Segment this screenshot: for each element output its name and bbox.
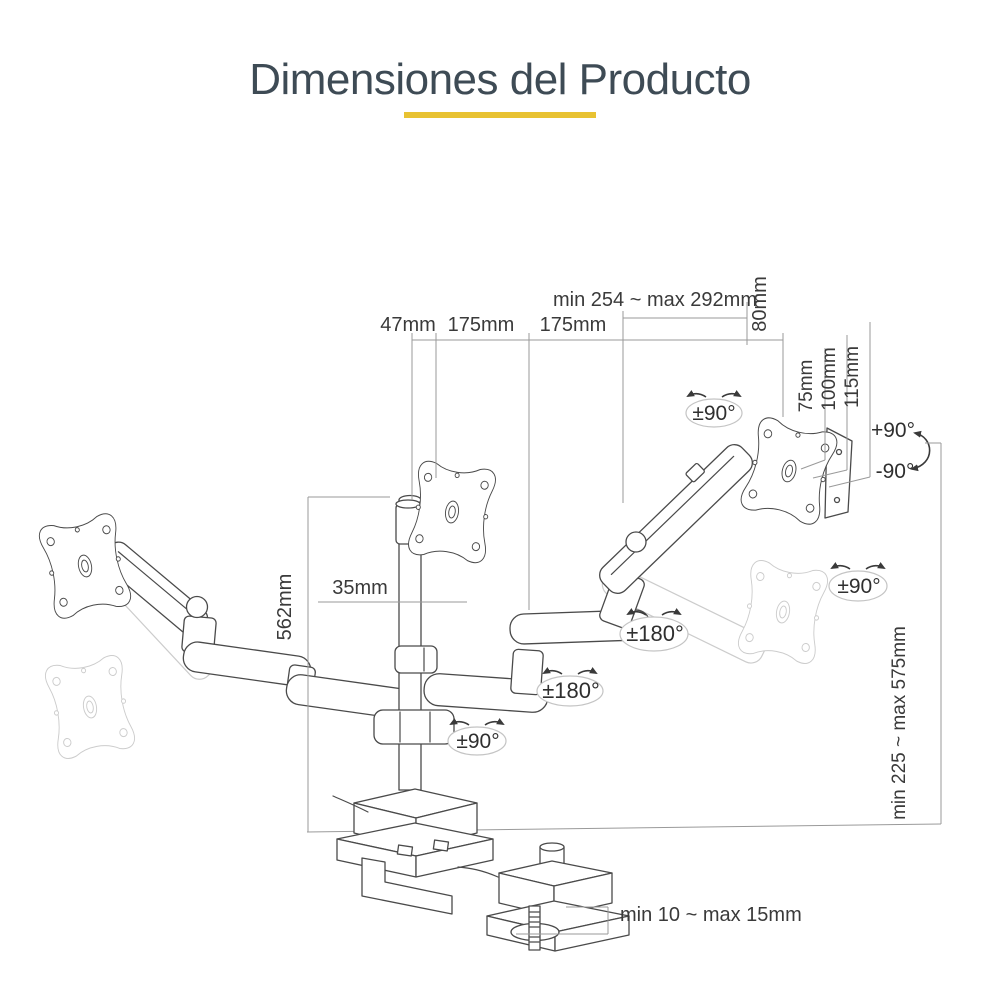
dim-label-min225-max575: min 225 ~ max 575mm xyxy=(889,626,910,820)
dim-label-35mm: 35mm xyxy=(332,577,388,599)
dim-label-80mm: 80mm xyxy=(749,276,771,332)
rotation-arrow xyxy=(830,562,851,570)
rotation-arrow xyxy=(865,562,886,570)
arm-adjustment-knob xyxy=(625,531,647,553)
rotation-annotations: ±90° ±180° ±180° ±90° ±90° xyxy=(447,390,888,756)
rotation-arrow xyxy=(626,608,647,616)
tilt-down-label: -90° xyxy=(876,460,915,483)
center-pole xyxy=(373,459,498,791)
rotation-arrow xyxy=(686,390,707,398)
rotation-arrow xyxy=(542,667,563,675)
dim-label-75mm: 75mm xyxy=(796,360,817,413)
rotation-label-lower-arm: ±180° xyxy=(542,678,600,703)
rotation-arrow xyxy=(661,608,682,616)
dim-label-47mm: 47mm xyxy=(380,314,436,336)
arm-adjustment-knob xyxy=(185,595,209,619)
arm-hub xyxy=(373,709,455,745)
left-vesa-plate xyxy=(36,511,134,621)
rotation-arrow xyxy=(721,390,742,398)
right-vesa-plate xyxy=(738,415,840,527)
pole-collar xyxy=(394,645,438,674)
title-accent-bar xyxy=(404,112,596,118)
clamp-bolt xyxy=(528,905,541,951)
left-monitor-arm xyxy=(36,511,419,720)
dim-label-min254-max292: min 254 ~ max 292mm xyxy=(553,289,757,311)
rotation-label-upper-arm: ±180° xyxy=(626,621,684,646)
dim-label-115mm: 115mm xyxy=(842,346,863,408)
pole-vesa-plate xyxy=(406,459,498,565)
rotation-label-pole-swivel: ±90° xyxy=(456,730,499,753)
rotation-arrow xyxy=(449,718,470,726)
desk-clamp xyxy=(332,788,494,915)
right-monitor-arm xyxy=(423,415,853,713)
power-cable xyxy=(332,795,369,813)
rotation-arrow xyxy=(484,718,505,726)
page-title: Dimensiones del Producto xyxy=(249,55,751,104)
power-cable xyxy=(457,866,499,878)
dim-label-min10-max15: min 10 ~ max 15mm xyxy=(620,904,802,926)
dimension-annotations: 47mm 175mm 175mm min 254 ~ max 292mm 80m… xyxy=(274,276,942,935)
rotation-label-top-vesa: ±90° xyxy=(692,402,735,425)
dim-label-100mm: 100mm xyxy=(819,347,840,410)
tilt-up-label: +90° xyxy=(871,419,915,442)
rotation-arrow xyxy=(577,667,598,675)
dim-label-562mm: 562mm xyxy=(274,574,296,641)
rotation-label-right-vesa: ±90° xyxy=(837,575,880,598)
dim-label-175mm-a: 175mm xyxy=(448,314,515,336)
tilt-rotation-arrow xyxy=(910,430,931,472)
dim-label-175mm-b: 175mm xyxy=(540,314,607,336)
